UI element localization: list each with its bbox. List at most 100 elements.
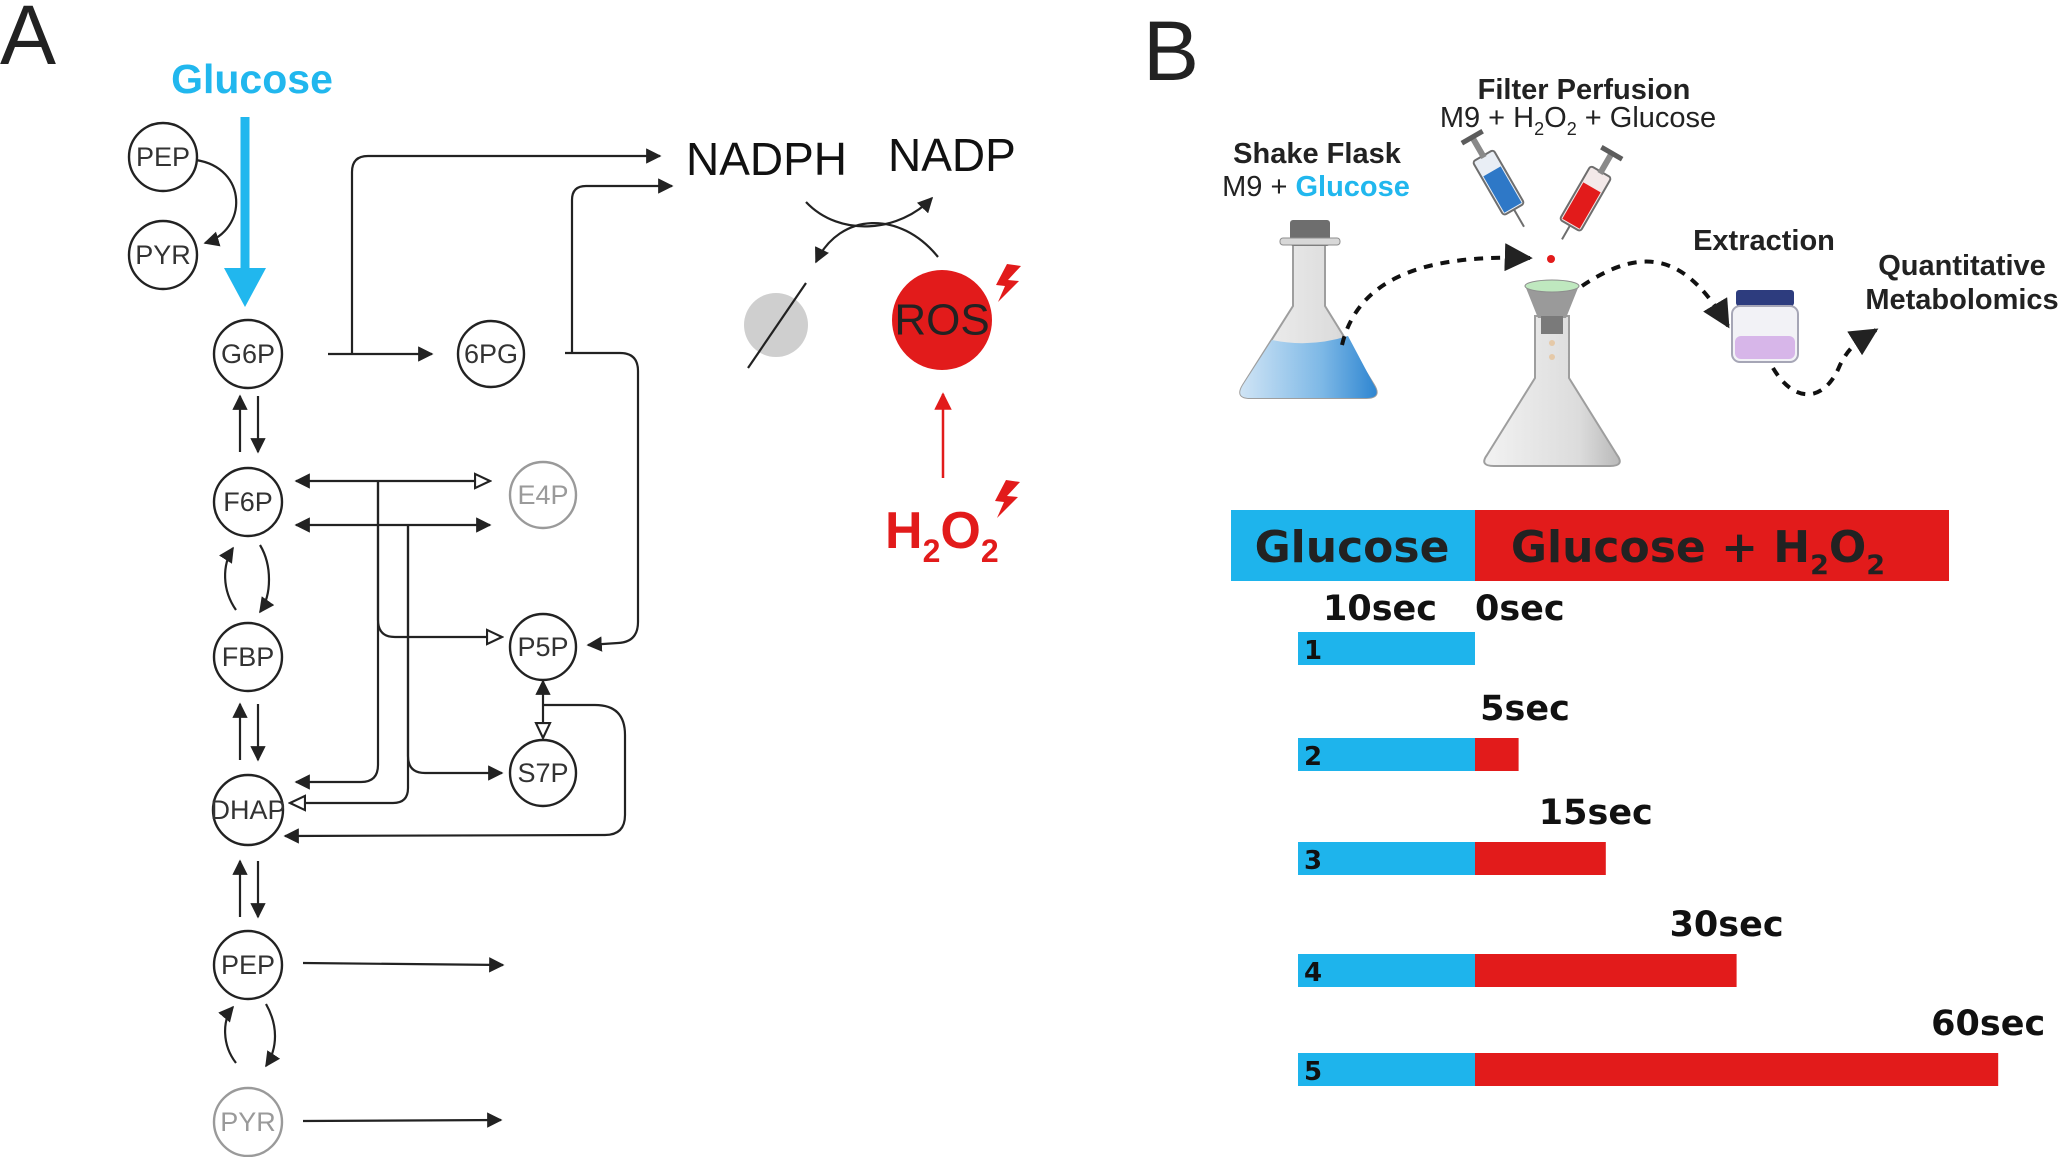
node-pep-label: PEP [221, 950, 275, 980]
node-dhap-circle [211, 773, 285, 847]
node-pyr-top: PYR [127, 219, 199, 291]
vial-liquid [1735, 336, 1795, 359]
sample-4-glucose-segment [1298, 954, 1475, 987]
red-drop [1547, 255, 1555, 263]
node-s7p-label: S7P [517, 758, 568, 788]
h2o2-sub2: 2 [981, 533, 999, 569]
sample-3-glucose-segment [1298, 842, 1475, 875]
blue-syringe-needle [1513, 208, 1525, 228]
sample-5-index: 5 [1304, 1057, 1322, 1087]
filter-flask-body [1483, 315, 1621, 467]
timeline-h2o2-bar [1475, 510, 1949, 581]
fp-medium-s1: 2 [1534, 119, 1544, 139]
sample-2-glucose-segment [1298, 738, 1475, 771]
sample-1-glucose-time-label: 10sec [1323, 589, 1437, 629]
node-s7p-circle [508, 738, 578, 808]
node-pep-top: PEP [127, 121, 199, 193]
node-6pg: 6PG [456, 319, 526, 389]
flow-arrow-filter-to-extraction [1580, 259, 1730, 329]
glucose-arrow-head [224, 268, 266, 307]
red-syringe-needle [1561, 224, 1571, 240]
neutralized-ros-disc [744, 293, 808, 357]
g6p-to-nadph-arrow [350, 148, 662, 354]
node-e4p: E4P [508, 460, 578, 530]
panel-a-letter: A [0, 0, 56, 82]
ta-line-to-s7p [406, 525, 504, 781]
timeline-glucose-label: Glucose [1255, 522, 1450, 573]
shake-flask-lip [1279, 237, 1341, 246]
6pg-to-nadph-arrow [570, 178, 674, 354]
blue-syringe-plunger [1470, 136, 1487, 160]
node-g6p-circle [212, 318, 284, 390]
p5p-loop-to-dhap [283, 703, 627, 844]
blue-syringe-thumb [1460, 128, 1484, 146]
red-syringe-plunger [1597, 152, 1614, 176]
node-pep-top-circle [127, 121, 199, 193]
extraction-title: Extraction [1693, 225, 1835, 257]
filter-membrane [1524, 279, 1580, 293]
node-pyr-circle [212, 1086, 284, 1157]
fp-medium-s2: 2 [1567, 119, 1577, 139]
h2o2-sub1: 2 [923, 533, 941, 569]
f6p-fbp-curve-down [259, 544, 275, 614]
node-6pg-circle [456, 319, 526, 389]
pyr-out-arrow [302, 1112, 503, 1128]
node-fbp-label: FBP [222, 642, 275, 672]
red-syringe-icon [1559, 144, 1624, 240]
sample-4-time-label: 30sec [1670, 905, 1784, 945]
panel-b-letter: B [1143, 4, 1199, 98]
sample-1-index: 1 [1304, 636, 1322, 666]
pep-pyr-curve-down [265, 1003, 281, 1068]
red-syringe-fluid [1562, 182, 1601, 229]
node-p5p-label: P5P [517, 632, 568, 662]
filter-perfusion-title: Filter Perfusion [1478, 74, 1691, 106]
timeline-mix-label: Glucose + H2O2 [1511, 522, 1885, 581]
h2o2-h: H [885, 502, 923, 560]
node-p5p: P5P [508, 612, 578, 682]
timeline-mix-b: O [1829, 522, 1866, 573]
shake-flask-medium-glucose: Glucose [1295, 171, 1409, 203]
sample-4-index: 4 [1304, 958, 1322, 988]
node-pyr: PYR [212, 1086, 284, 1157]
sample-2-h2o2-segment [1475, 738, 1519, 771]
ros-lightning-icon [996, 264, 1021, 302]
h2o2-lightning-icon [995, 480, 1020, 518]
fp-medium-a: M9 + H [1440, 102, 1534, 134]
blue-syringe-fluid [1483, 166, 1522, 213]
sample-5-time-label: 60sec [1931, 1004, 2045, 1044]
tk-line-to-dhap-1 [294, 481, 380, 790]
node-pep: PEP [212, 929, 284, 1001]
glucose-label: Glucose [171, 56, 333, 102]
filter-flask-icon [1483, 279, 1621, 467]
node-pyr-label: PYR [220, 1107, 276, 1137]
shake-flask-medium-prefix: M9 + [1222, 171, 1295, 203]
node-pyr-top-circle [127, 219, 199, 291]
ta-line-to-dhap-2 [290, 525, 410, 803]
pep-out-arrow [302, 957, 505, 973]
h2o2-label: H2O2 [885, 502, 999, 569]
node-dhap: DHAP [210, 773, 286, 847]
node-e4p-circle [508, 460, 578, 530]
vial-cap [1736, 290, 1794, 306]
nadp-label: NADP [888, 129, 1016, 181]
node-6pg-label: 6PG [464, 339, 518, 369]
node-f6p: F6P [212, 466, 284, 538]
6pg-to-p5p-arrow [565, 351, 640, 652]
node-s7p: S7P [508, 738, 578, 808]
sample-3-time-label: 15sec [1539, 793, 1653, 833]
filter-stopper [1541, 316, 1563, 334]
tk-line-to-p5p [376, 481, 502, 637]
shake-flask-icon [1239, 220, 1378, 399]
sample-3-index: 3 [1304, 846, 1322, 876]
fp-medium-b: O [1544, 102, 1567, 134]
filter-perfusion-medium: M9 + H2O2 + Glucose [1440, 102, 1716, 139]
timeline-mix-s1: 2 [1810, 550, 1829, 581]
red-syringe-thumb [1600, 144, 1624, 162]
nadph-label: NADPH [686, 133, 847, 185]
sample-4-h2o2-segment [1475, 954, 1737, 987]
sample-5-h2o2-segment [1475, 1053, 1999, 1086]
shake-flask-liquid [1240, 336, 1377, 398]
f6p-fbp-curve-up [219, 546, 237, 611]
quant-line-2: Metabolomics [1865, 284, 2058, 316]
